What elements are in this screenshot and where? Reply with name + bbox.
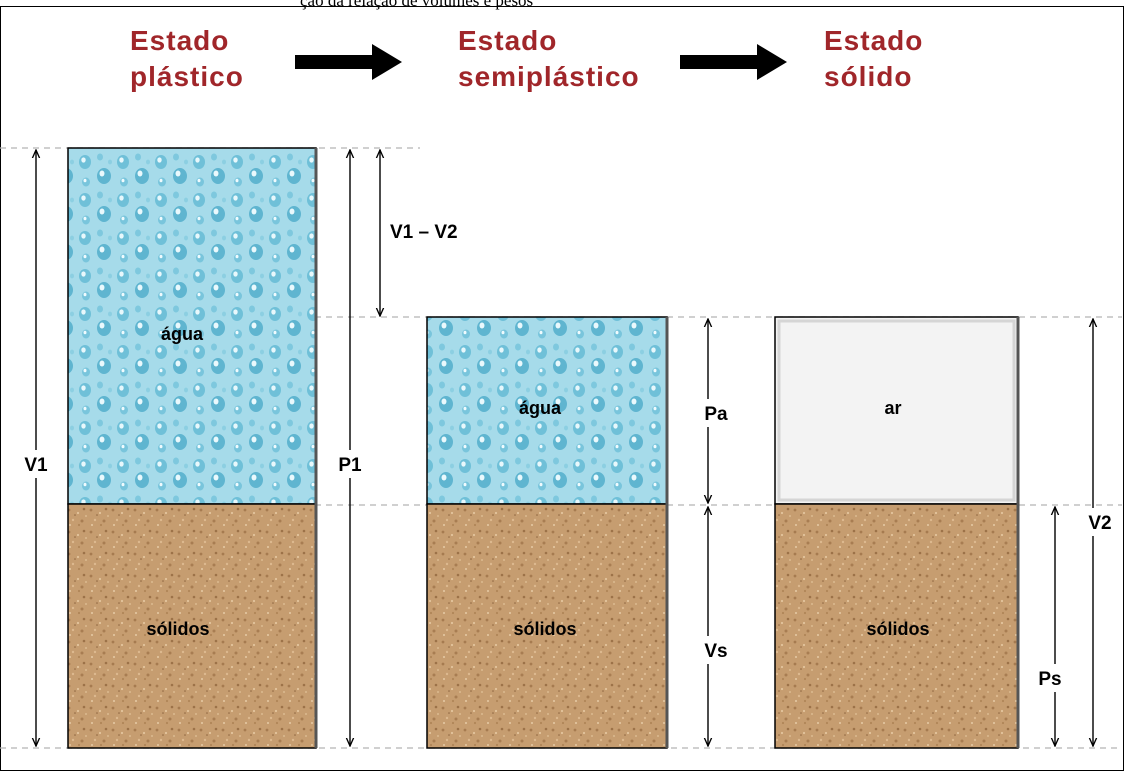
state-heading-plastic: Estado plástico [130, 25, 244, 92]
solids-block-3 [774, 503, 1019, 749]
solids-label-1: sólidos [146, 619, 209, 639]
solids-block-1 [67, 503, 317, 749]
transition-arrow-1 [295, 44, 402, 80]
clipped-caption: ção da relação de volumes e pesos [300, 0, 533, 10]
p1-label: P1 [338, 455, 362, 476]
ps-label: Ps [1038, 669, 1061, 690]
pa-label-bg [698, 399, 734, 427]
state-solid-line1: Estado [824, 25, 923, 56]
state-heading-solid: Estado sólido [824, 25, 923, 92]
water-block-1 [67, 147, 317, 505]
transition-arrow-2 [680, 44, 787, 80]
state-semiplastic-line1: Estado [458, 25, 557, 56]
ps-label-bg [1038, 664, 1074, 692]
water-label-1: água [161, 324, 204, 344]
v2-label: V2 [1088, 513, 1111, 534]
v1-label: V1 [24, 455, 48, 476]
air-block-bevel [777, 319, 1016, 502]
column-semiplastic: água sólidos [426, 316, 669, 749]
vs-label-bg [698, 636, 734, 664]
p1-label-bg [334, 450, 368, 478]
column-plastic: água sólidos [67, 147, 318, 749]
air-block-3 [774, 316, 1019, 505]
v1-minus-v2-label: V1 – V2 [390, 222, 458, 243]
solids-label-2: sólidos [513, 619, 576, 639]
state-semiplastic-line2: semiplástico [458, 61, 640, 92]
column-solid: ar sólidos [774, 316, 1020, 749]
v1-label-bg [20, 450, 54, 478]
state-heading-semiplastic: Estado semiplástico [458, 25, 640, 92]
state-solid-line2: sólido [824, 61, 912, 92]
solids-label-3: sólidos [866, 619, 929, 639]
air-label-3: ar [884, 398, 901, 418]
vs-label: Vs [704, 641, 727, 662]
v2-label-bg [1080, 508, 1116, 536]
state-plastic-line1: Estado [130, 25, 229, 56]
water-label-2: água [519, 398, 562, 418]
state-plastic-line2: plástico [130, 61, 244, 92]
pa-label: Pa [704, 404, 728, 425]
